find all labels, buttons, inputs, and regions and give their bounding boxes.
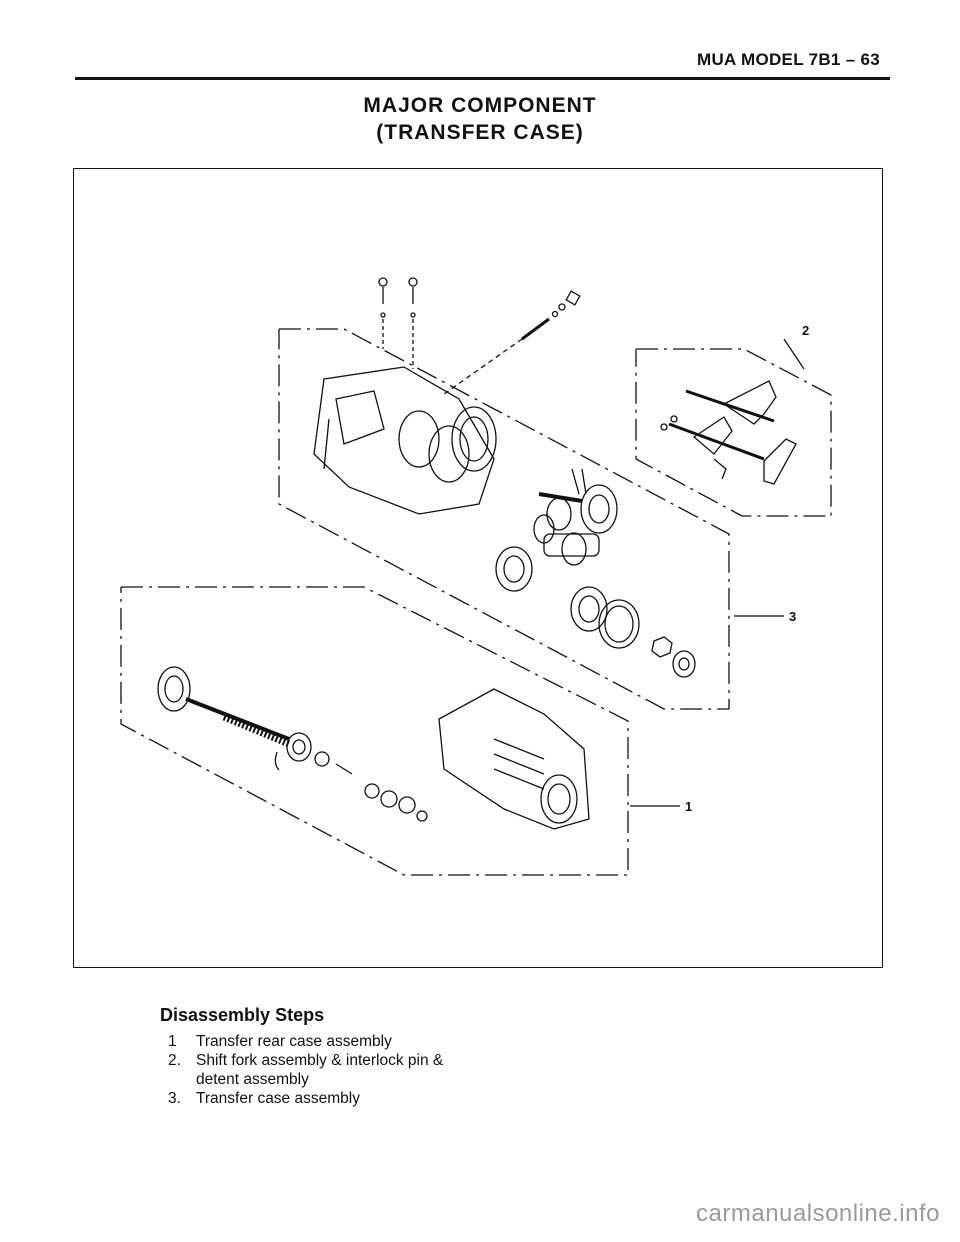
page-title-line1: MAJOR COMPONENT xyxy=(363,94,597,117)
fork-panel-outline xyxy=(635,348,832,517)
main-shaft xyxy=(157,666,428,822)
step-number: 1 xyxy=(168,1033,177,1050)
top-bolts xyxy=(378,277,418,369)
step-item: 3. Transfer case assembly xyxy=(160,1089,680,1108)
step-number: 2. xyxy=(168,1052,181,1069)
step-item: 2. Shift fork assembly & interlock pin & xyxy=(160,1051,680,1070)
gear-cluster xyxy=(495,468,618,592)
rear-case-housing xyxy=(438,688,590,830)
step-text: detent assembly xyxy=(196,1071,309,1088)
callout-2-leader xyxy=(783,338,805,370)
steps-heading: Disassembly Steps xyxy=(160,1005,325,1025)
rear-case-panel-outline xyxy=(120,586,629,876)
shift-forks xyxy=(660,380,797,485)
callout-2: 2 xyxy=(802,323,809,338)
synchro-parts xyxy=(570,586,696,678)
exploded-view-figure: 2 3 1 xyxy=(73,168,883,968)
site-watermark: carmanualsonline.info xyxy=(696,1200,940,1227)
header-rule xyxy=(75,77,890,80)
step-number: 3. xyxy=(168,1090,181,1107)
disassembly-steps: Disassembly Steps 1 Transfer rear case a… xyxy=(160,1005,680,1108)
step-item: 1 Transfer rear case assembly xyxy=(160,1032,680,1051)
step-item-continuation: detent assembly xyxy=(160,1070,680,1089)
transfer-case-housing xyxy=(313,366,497,515)
page-title-line2: (TRANSFER CASE) xyxy=(376,121,584,144)
case-panel-outline xyxy=(278,328,730,710)
callout-1: 1 xyxy=(685,799,692,814)
step-text: Transfer case assembly xyxy=(196,1090,360,1107)
detent-pin xyxy=(443,290,581,395)
page-reference: MUA MODEL 7B1 – 63 xyxy=(696,50,880,69)
step-text: Shift fork assembly & interlock pin & xyxy=(196,1052,444,1069)
page-header: MUA MODEL 7B1 – 63 xyxy=(75,50,890,80)
callout-3: 3 xyxy=(789,609,796,624)
exploded-view-illustration: 2 3 1 xyxy=(120,277,832,876)
step-text: Transfer rear case assembly xyxy=(196,1033,392,1050)
